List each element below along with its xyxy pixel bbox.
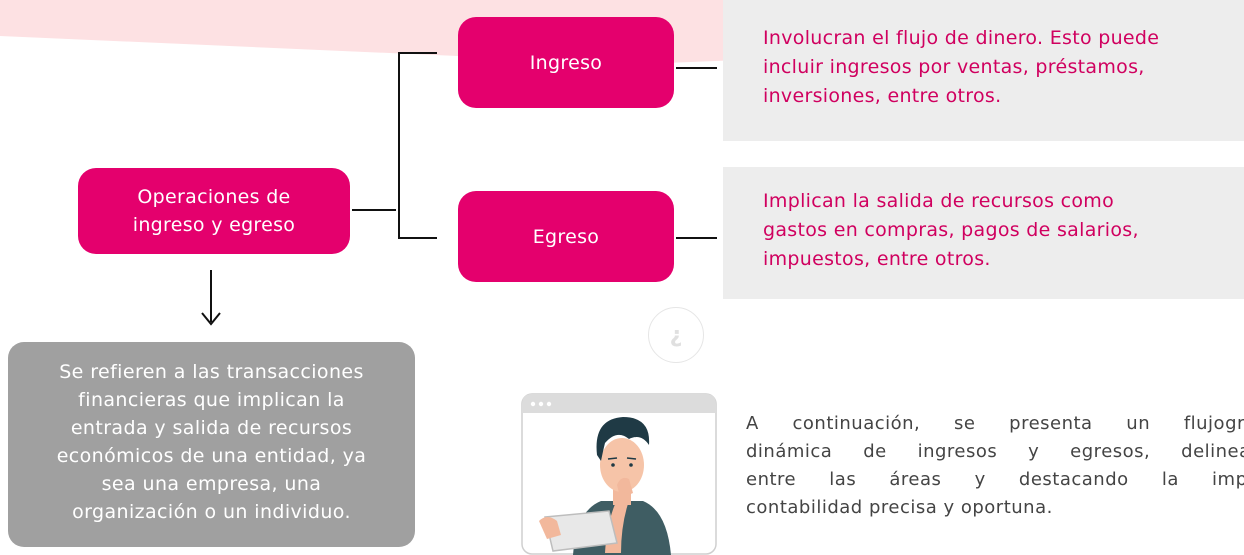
description-line: Involucran el flujo de dinero. Esto pued… (763, 27, 1160, 49)
definition-line: financieras que implican la (78, 389, 345, 411)
thinking-person-illustration (521, 393, 717, 555)
main-node: Operaciones de ingreso y egreso (78, 168, 350, 254)
info-paragraph: A continuación, se presenta un flujogram… (746, 410, 1244, 522)
info-line: entre las áreas y destacando la importa (746, 469, 1244, 490)
definition-box: Se refieren a las transacciones financie… (8, 342, 415, 547)
description-line: inversiones, entre otros. (763, 85, 1002, 107)
definition-line: económicos de una entidad, ya (56, 445, 367, 467)
ingreso-node: Ingreso (458, 17, 674, 108)
definition-line: organización o un individuo. (72, 501, 351, 523)
description-line: Implican la salida de recursos como (763, 190, 1115, 212)
definition-line: sea una empresa, una (101, 473, 322, 495)
main-node-line: Operaciones de (137, 186, 291, 208)
definition-line: Se refieren a las transacciones (59, 361, 364, 383)
question-mark: ¿ (669, 322, 683, 348)
egreso-label: Egreso (532, 225, 600, 248)
definition-line: entrada y salida de recursos (70, 417, 353, 439)
main-node-line: ingreso y egreso (132, 214, 296, 236)
description-line: impuestos, entre otros. (763, 248, 991, 270)
description-line: gastos en compras, pagos de salarios, (763, 219, 1139, 241)
info-line: A continuación, se presenta un flujogram… (746, 413, 1244, 434)
info-line: contabilidad precisa y oportuna. (746, 497, 1053, 518)
description-line: incluir ingresos por ventas, préstamos, (763, 56, 1145, 78)
egreso-description: Implican la salida de recursos como gast… (723, 167, 1244, 299)
ingreso-label: Ingreso (529, 51, 603, 74)
egreso-node: Egreso (458, 191, 674, 282)
info-line: dinámica de ingresos y egresos, delinean… (746, 441, 1244, 462)
ingreso-description: Involucran el flujo de dinero. Esto pued… (723, 0, 1244, 141)
question-bubble-icon: ¿ (648, 307, 704, 363)
